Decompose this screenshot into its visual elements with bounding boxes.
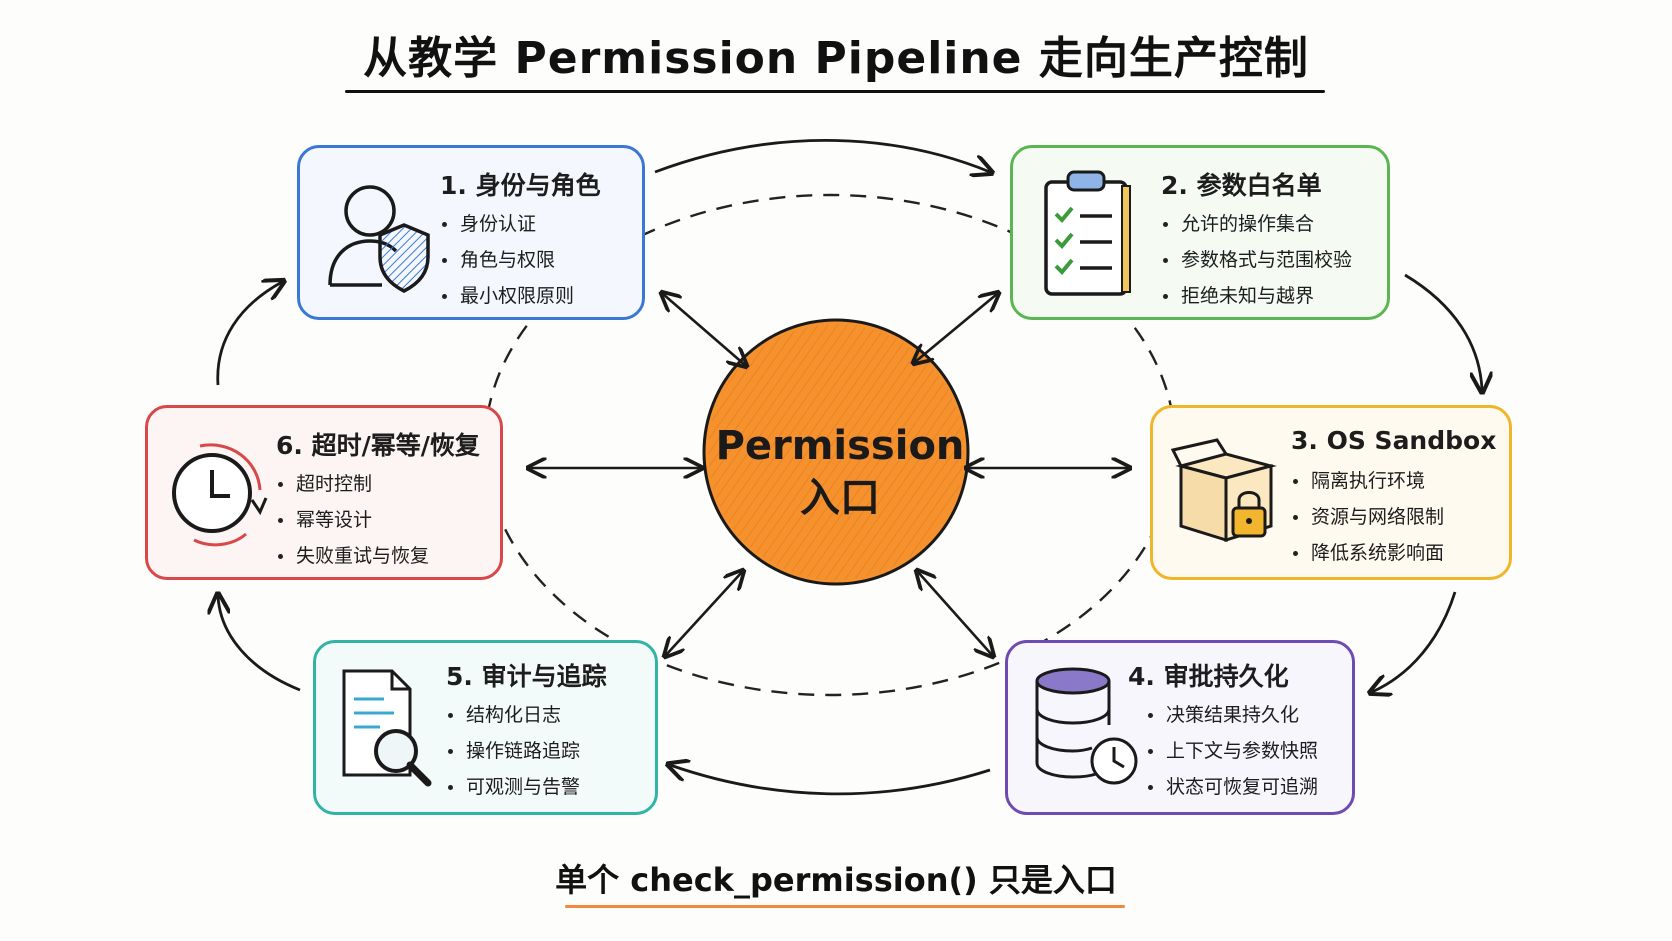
box-whitelist-title: 2. 参数白名单 (1161, 171, 1322, 200)
box-audit-title: 5. 审计与追踪 (446, 662, 607, 691)
box-approval-title: 4. 审批持久化 (1128, 662, 1289, 691)
box-whitelist: 2. 参数白名单 允许的操作集合 参数格式与范围校验 拒绝未知与越界 (1010, 145, 1390, 320)
diagram-title: 从教学 Permission Pipeline 走向生产控制 (363, 33, 1309, 84)
box-approval: 4. 审批持久化 决策结果持久化 上下文与参数快照 状态可恢复可追溯 (1005, 640, 1355, 815)
footer-underline (565, 905, 1125, 908)
user-shield-icon (328, 185, 430, 293)
box-identity-title: 1. 身份与角色 (440, 171, 601, 200)
clock-retry-icon (172, 443, 268, 547)
list-item: 幂等设计 (276, 502, 429, 538)
list-item: 身份认证 (440, 206, 574, 242)
database-clock-icon (1035, 667, 1138, 785)
list-item: 状态可恢复可追溯 (1146, 769, 1318, 805)
spoke-arrow-identity (663, 294, 745, 365)
box-identity: 1. 身份与角色 身份认证 角色与权限 最小权限原则 (297, 145, 645, 320)
list-item: 结构化日志 (446, 697, 580, 733)
center-label: Permission 入口 (700, 420, 980, 524)
spoke-arrow-whitelist (915, 294, 997, 362)
spoke-arrow-audit (666, 572, 742, 655)
box-audit: 5. 审计与追踪 结构化日志 操作链路追踪 可观测与告警 (313, 640, 658, 815)
cycle-arrow-1-2 (654, 138, 990, 172)
list-item: 可观测与告警 (446, 769, 580, 805)
center-label-line1: Permission (715, 423, 965, 469)
cycle-arrow-5-6 (218, 596, 301, 692)
box-sandbox-title: 3. OS Sandbox (1291, 426, 1497, 455)
box-timeout: 6. 超时/幂等/恢复 超时控制 幂等设计 失败重试与恢复 (145, 405, 503, 580)
list-item: 隔离执行环境 (1291, 463, 1444, 499)
list-item: 超时控制 (276, 466, 429, 502)
clipboard-checklist-icon (1044, 170, 1131, 296)
list-item: 拒绝未知与越界 (1161, 278, 1352, 314)
list-item: 角色与权限 (440, 242, 574, 278)
box-sandbox: 3. OS Sandbox 隔离执行环境 资源与网络限制 降低系统影响面 (1150, 405, 1512, 580)
list-item: 参数格式与范围校验 (1161, 242, 1352, 278)
footer-caption: 单个 check_permission() 只是入口 (555, 861, 1117, 899)
list-item: 最小权限原则 (440, 278, 574, 314)
cycle-arrow-3-4 (1372, 591, 1457, 692)
cycle-arrow-2-3 (1404, 273, 1482, 390)
spoke-arrow-approval (918, 572, 992, 655)
list-item: 资源与网络限制 (1291, 499, 1444, 535)
box-lock-icon (1171, 438, 1277, 543)
list-item: 上下文与参数快照 (1146, 733, 1318, 769)
center-label-line2: 入口 (800, 475, 880, 521)
list-item: 允许的操作集合 (1161, 206, 1352, 242)
list-item: 降低系统影响面 (1291, 535, 1444, 571)
list-item: 操作链路追踪 (446, 733, 580, 769)
cycle-arrow-4-5 (670, 765, 991, 796)
box-timeout-title: 6. 超时/幂等/恢复 (276, 431, 480, 460)
list-item: 失败重试与恢复 (276, 538, 429, 574)
document-magnifier-icon (342, 669, 432, 787)
list-item: 决策结果持久化 (1146, 697, 1318, 733)
cycle-arrow-6-1 (216, 282, 282, 386)
title-underline (345, 90, 1325, 93)
